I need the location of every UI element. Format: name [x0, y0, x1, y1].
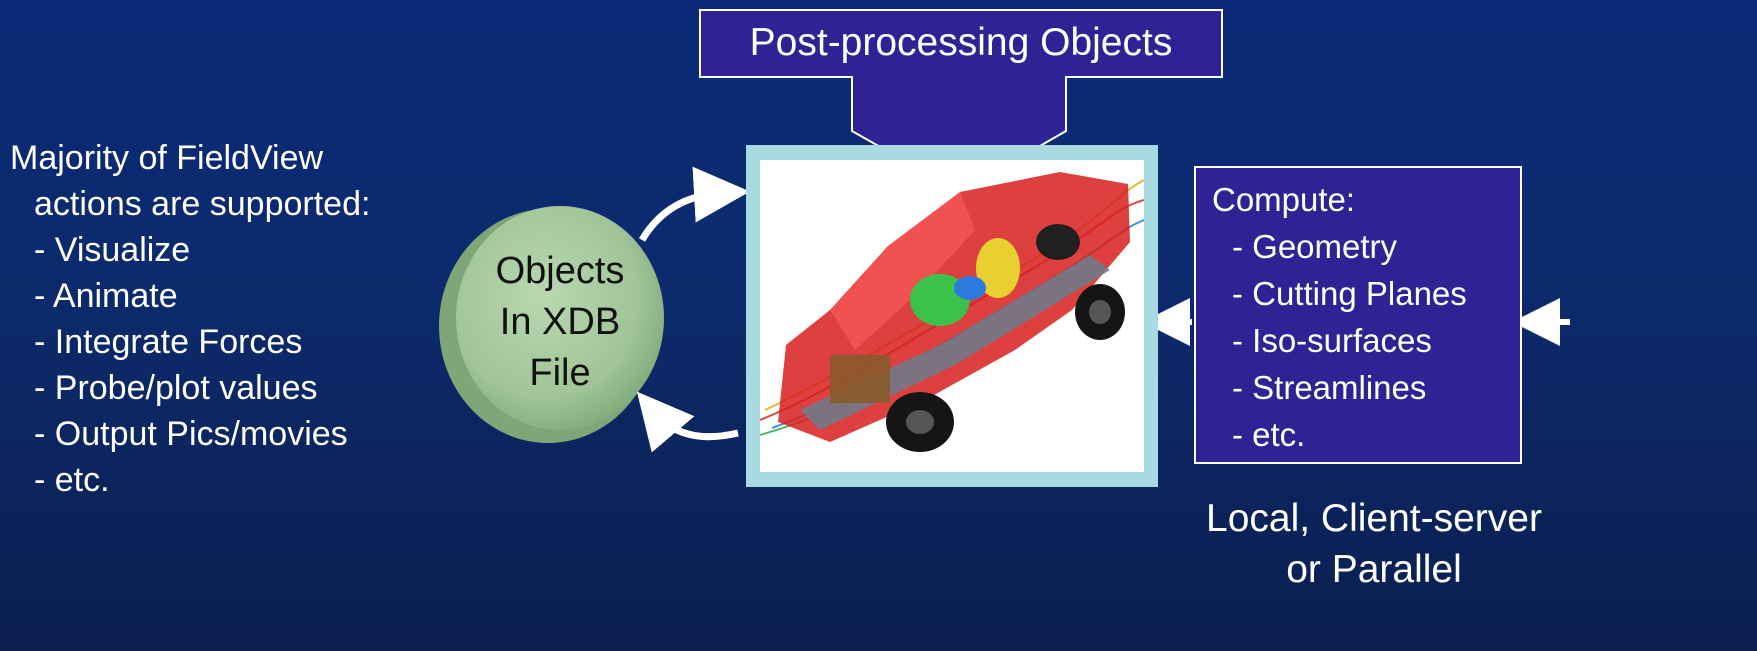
- objects-disc-face: [456, 206, 664, 430]
- compute-list: Compute: - Geometry - Cutting Planes - I…: [1212, 176, 1467, 458]
- actions-line-2: actions are supported:: [34, 185, 371, 223]
- truck-cutaway-icon: [759, 172, 1145, 452]
- disc-line-2: In XDB: [499, 301, 621, 343]
- actions-line-1: Majority of FieldView: [10, 139, 324, 177]
- compute-item-streamlines: - Streamlines: [1232, 369, 1427, 406]
- actions-item-output-pics: - Output Pics/movies: [34, 415, 348, 453]
- compute-item-iso-surfaces: - Iso-surfaces: [1232, 322, 1432, 359]
- note-line-1: Local, Client-server: [1206, 497, 1542, 540]
- execution-mode-note: Local, Client-server or Parallel: [1160, 493, 1588, 595]
- disc-line-1: Objects: [495, 250, 625, 292]
- actions-item-etc: - etc.: [34, 461, 110, 499]
- actions-item-visualize: - Visualize: [34, 231, 191, 269]
- compute-item-cutting-planes: - Cutting Planes: [1232, 275, 1467, 312]
- compute-heading: Compute:: [1212, 181, 1356, 218]
- post-processing-title: Post-processing Objects: [749, 21, 1173, 64]
- arrow-disc-to-image: [638, 166, 750, 242]
- compute-item-geometry: - Geometry: [1232, 228, 1398, 265]
- compute-box: [1194, 166, 1522, 464]
- arrow-image-to-disc: [636, 391, 739, 453]
- objects-disc-label: Objects In XDB File: [455, 246, 665, 399]
- actions-item-integrate-forces: - Integrate Forces: [34, 323, 303, 361]
- note-line-2: or Parallel: [1286, 548, 1462, 591]
- actions-item-animate: - Animate: [34, 277, 178, 315]
- actions-item-probe-plot: - Probe/plot values: [34, 369, 318, 407]
- compute-item-etc: - etc.: [1232, 416, 1306, 453]
- truck-visualization-image: [759, 160, 1145, 472]
- disc-line-3: File: [529, 352, 591, 394]
- supported-actions-text: Majority of FieldView actions are suppor…: [10, 135, 370, 503]
